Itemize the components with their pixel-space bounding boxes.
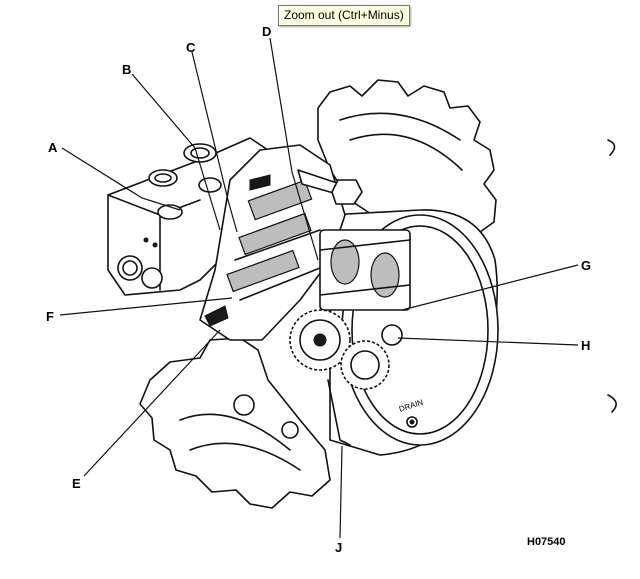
leader-J [339, 445, 343, 539]
leader-G [401, 264, 579, 311]
leader-D [269, 37, 319, 261]
leader-E [83, 329, 221, 477]
gear-train [289, 229, 411, 446]
motor-cutaway [199, 144, 346, 341]
callout-H: H [581, 338, 590, 353]
leader-F [59, 297, 233, 316]
callout-E: E [72, 476, 81, 491]
callout-C: C [186, 40, 196, 55]
lower-sprocket [139, 337, 331, 509]
callout-D: D [262, 24, 271, 39]
callout-J: J [335, 540, 342, 555]
leader-H [397, 337, 579, 346]
callouts: A B C D E F G H J [46, 24, 591, 555]
callout-G: G [581, 258, 591, 273]
callout-A: A [48, 140, 58, 155]
leader-lines [59, 37, 579, 539]
leader-C [191, 51, 238, 233]
zoom-out-tooltip: Zoom out (Ctrl+Minus) [278, 5, 410, 26]
valve-block [107, 137, 269, 296]
leader-A [61, 147, 181, 211]
leader-B [131, 73, 221, 231]
mounting-bolt [297, 169, 363, 205]
callout-B: B [122, 62, 131, 77]
scan-edge-marks [607, 139, 617, 413]
figure-id: H07540 [527, 536, 566, 548]
callout-F: F [46, 309, 54, 324]
